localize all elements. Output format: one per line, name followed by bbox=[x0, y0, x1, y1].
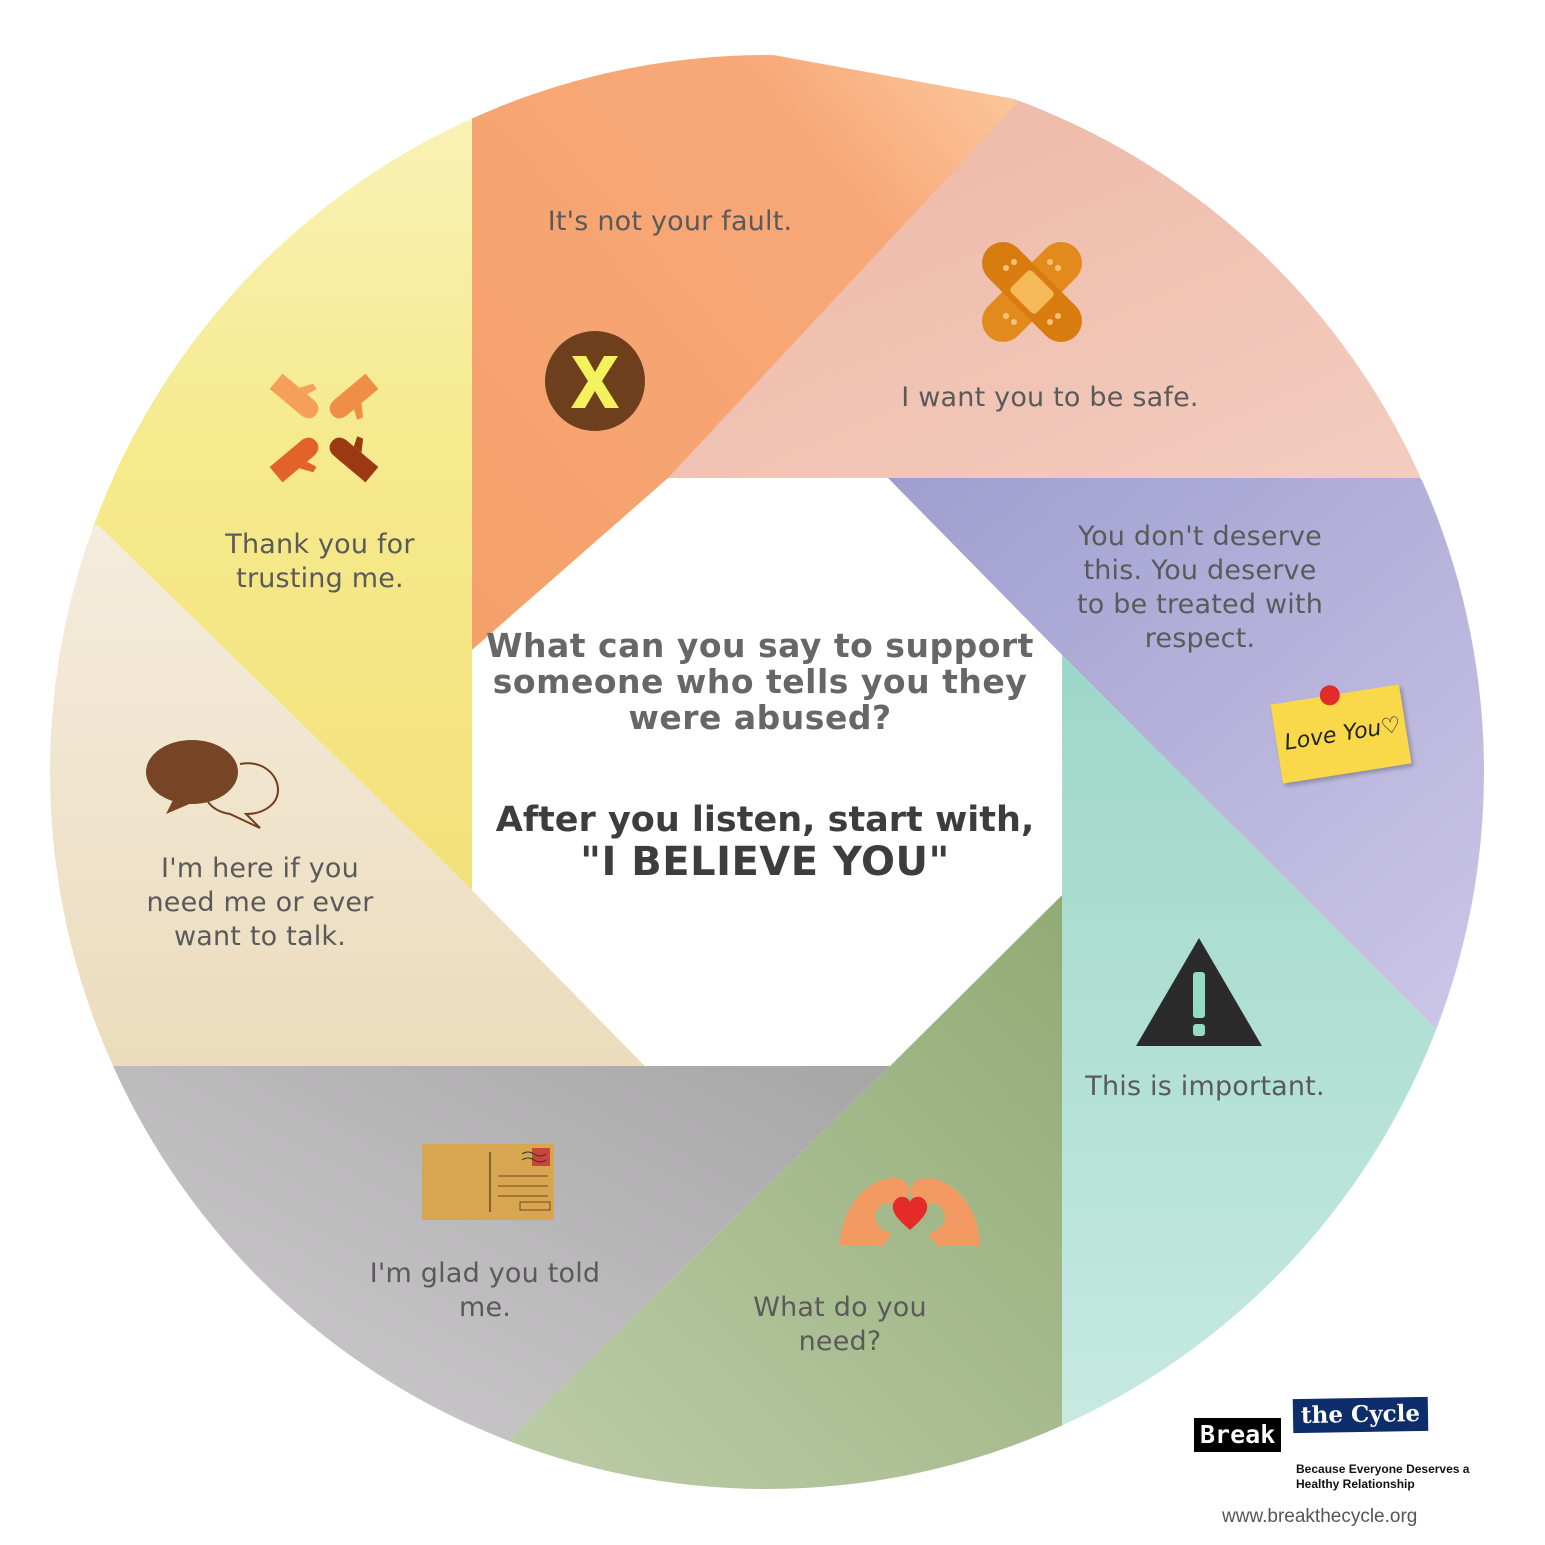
break-the-cycle-logo: the Cycle Break Because Everyone Deserve… bbox=[1190, 1396, 1510, 1536]
segment-orange bbox=[472, 55, 1020, 650]
bandage-icon bbox=[982, 242, 1082, 342]
speech-bubbles-icon bbox=[146, 740, 280, 829]
segment-lavender bbox=[888, 478, 1484, 1030]
postcard-icon bbox=[422, 1144, 554, 1220]
center-octagon bbox=[472, 480, 1062, 1066]
logo-tagline: Because Everyone Deserves a Healthy Rela… bbox=[1296, 1462, 1470, 1491]
segment-text-here-if-you-need-me: I'm here if you need me or ever want to … bbox=[146, 853, 374, 952]
warning-icon bbox=[1136, 938, 1262, 1046]
logo-break: Break bbox=[1194, 1418, 1282, 1452]
segment-text-glad-you-told-me: I'm glad you told me. bbox=[369, 1258, 601, 1323]
cta-line-1: After you listen, start with, bbox=[495, 800, 1035, 840]
segment-text-thank-you-for-trusting: Thank you for trusting me. bbox=[225, 529, 415, 594]
segment-cream bbox=[50, 525, 645, 1066]
joined-hands-icon bbox=[269, 373, 379, 483]
love-you-note-text: Love You♡ bbox=[1282, 712, 1403, 756]
segment-text-deserve-respect: You don't deserve this. You deserve to b… bbox=[1076, 521, 1324, 654]
center-call-to-action: After you listen, start with, "I BELIEVE… bbox=[470, 800, 1060, 884]
center-question: What can you say to support someone who … bbox=[486, 626, 1034, 737]
logo-the-cycle: the Cycle bbox=[1292, 1396, 1429, 1434]
segment-text-not-your-fault: It's not your fault. bbox=[547, 206, 793, 237]
cta-i-believe-you: "I BELIEVE YOU" bbox=[580, 839, 950, 885]
segment-text-be-safe: I want you to be safe. bbox=[901, 382, 1199, 413]
x-circle-icon bbox=[545, 331, 645, 431]
segment-sage bbox=[400, 895, 1062, 1489]
segment-text-what-do-you-need: What do you need? bbox=[753, 1292, 927, 1357]
heart-hands-icon bbox=[840, 1178, 980, 1246]
segment-text-this-is-important: This is important. bbox=[1085, 1071, 1325, 1102]
website-url[interactable]: www.breakthecycle.org bbox=[1222, 1506, 1418, 1527]
